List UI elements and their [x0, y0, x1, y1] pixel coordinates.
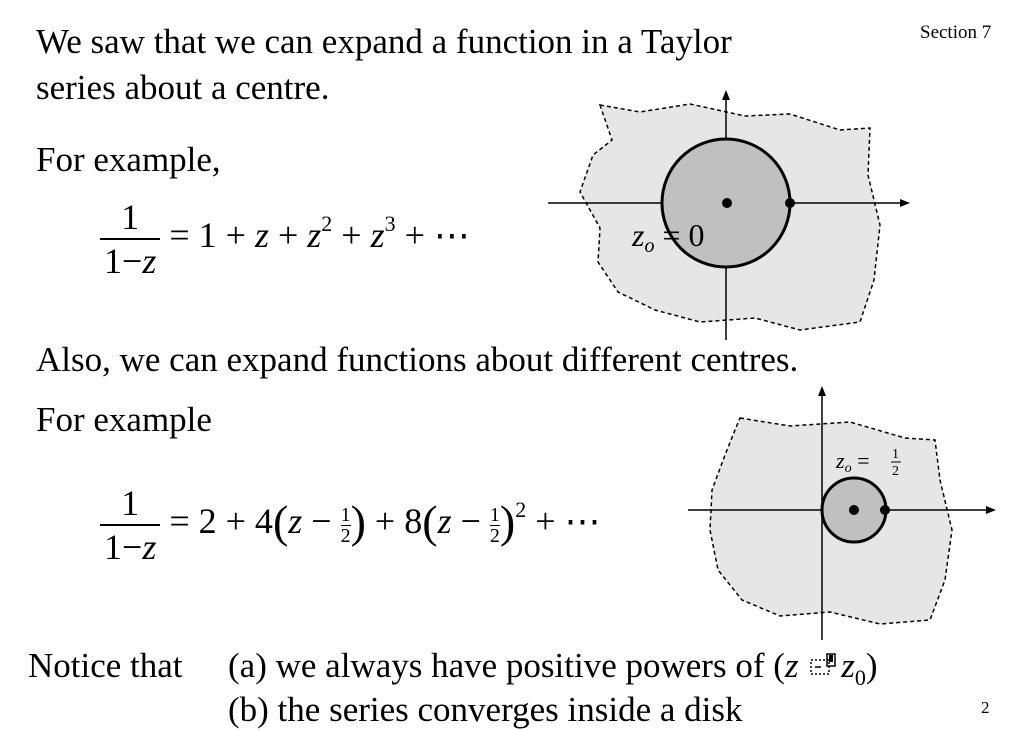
equation-1: 1 1−z = 1 + z + z2 + z3 + ⋯ [100, 196, 470, 282]
equation-2-denominator: 1−z [100, 524, 161, 568]
equation-1-rhs: = 1 + z + z2 + z3 + ⋯ [169, 211, 470, 256]
notice-lead: Notice that [28, 646, 183, 685]
page-number: 2 [981, 698, 990, 717]
example-2-label: For example [36, 400, 212, 439]
diagram-2-label-half-den: 2 [892, 464, 899, 479]
diagram-1-label: zo = 0 [631, 217, 705, 257]
intro-line-1: We saw that we can expand a function in … [36, 22, 732, 61]
diagram-1-y-arrow [722, 90, 730, 100]
equation-1-lhs-fraction: 1 1−z [100, 196, 161, 282]
diagram-2-centre-point [849, 505, 859, 515]
missing-glyph-icon [809, 649, 839, 689]
notice-item-a: (a) we always have positive powers of (z… [228, 646, 878, 690]
diagram-1-boundary-point [785, 198, 795, 208]
section-label: Section 7 [920, 22, 992, 43]
notice-item-b: (b) the series converges inside a disk [228, 690, 743, 729]
example-1-label: For example, [36, 140, 221, 179]
intro-line-2: series about a centre. [36, 68, 330, 107]
equation-1-numerator: 1 [121, 197, 140, 237]
equation-2-numerator: 1 [121, 483, 140, 523]
equation-2-lhs-fraction: 1 1−z [100, 482, 161, 568]
diagram-2-x-arrow [986, 506, 996, 514]
different-centres-line: Also, we can expand functions about diff… [36, 340, 799, 379]
diagram-2-label: zo = [835, 448, 869, 476]
diagram-1-centre-point [722, 198, 732, 208]
equation-1-denominator: 1−z [100, 238, 161, 282]
diagram-1-x-arrow [900, 199, 910, 207]
diagram-2-boundary-point [880, 505, 890, 515]
diagram-2-y-arrow [818, 386, 826, 396]
diagram-2-label-half-num: 1 [892, 447, 899, 462]
